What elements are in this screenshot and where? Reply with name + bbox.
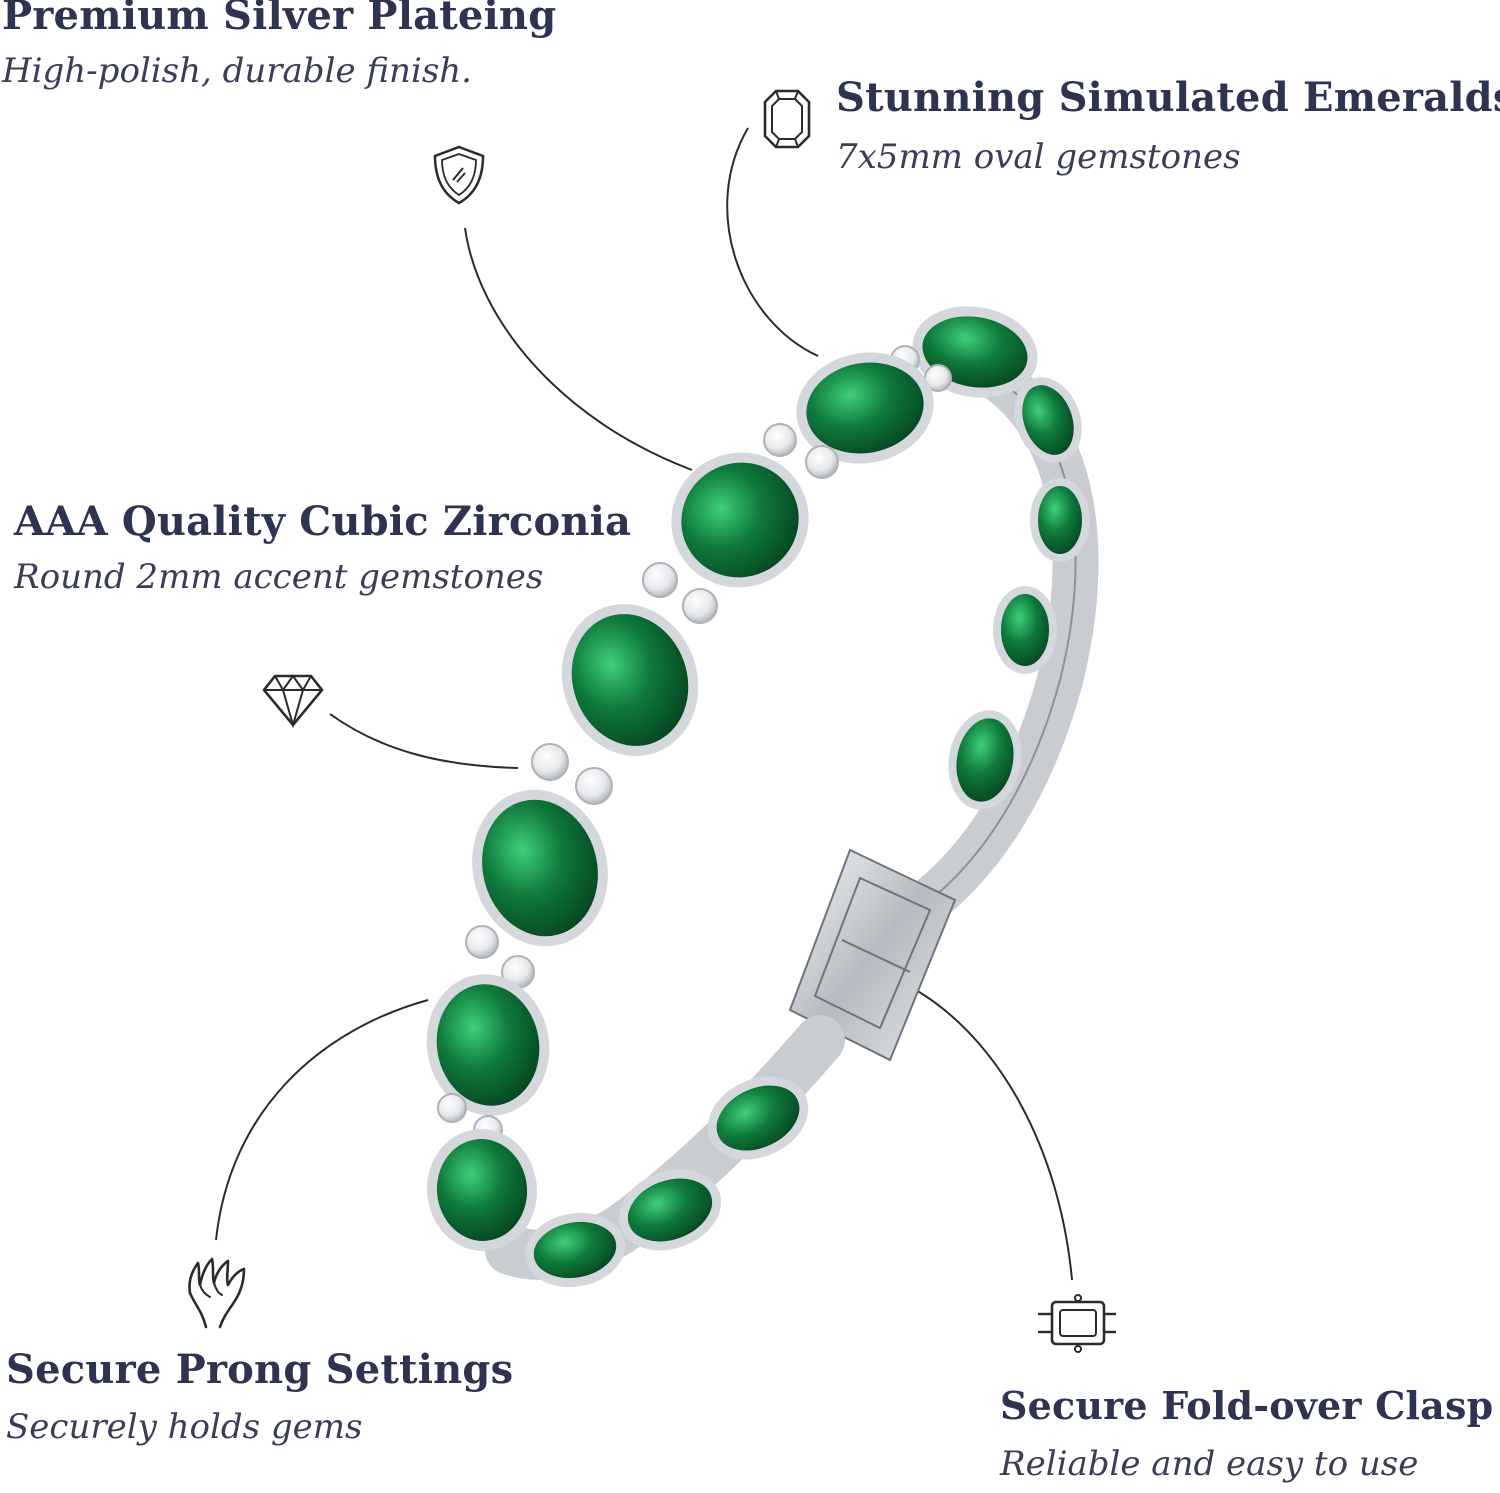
leader-line-silver — [464, 227, 693, 471]
feature-title: Secure Prong Settings — [6, 1346, 514, 1393]
cz-stone — [465, 925, 499, 959]
feature-title: Premium Silver Plateing — [2, 0, 557, 39]
feature-simulated-emeralds: Stunning Simulated Emeralds 7x5mm oval g… — [836, 74, 1500, 177]
emerald-stone — [707, 1076, 809, 1160]
feature-title: AAA Quality Cubic Zirconia — [14, 498, 632, 545]
leader-line-emerald — [726, 127, 819, 357]
emerald-stone — [472, 789, 608, 947]
emerald-stone — [524, 1212, 626, 1288]
emerald-stone — [796, 352, 934, 464]
cz-stone — [805, 445, 839, 479]
feature-subtitle: 7x5mm oval gemstones — [836, 137, 1241, 177]
cz-stone — [531, 743, 569, 781]
feature-title: Stunning Simulated Emeralds — [836, 74, 1500, 121]
emerald-stone — [426, 1129, 538, 1251]
feature-cubic-zirconia: AAA Quality Cubic Zirconia Round 2mm acc… — [14, 498, 631, 597]
cz-stone — [575, 767, 613, 805]
diamond-icon — [262, 674, 324, 728]
feature-subtitle: Round 2mm accent gemstones — [14, 557, 544, 597]
emerald-stone — [671, 452, 809, 588]
feature-fold-over-clasp: Secure Fold-over Clasp Reliable and easy… — [1000, 1383, 1493, 1484]
cz-stone — [682, 588, 718, 624]
emerald-stone — [561, 604, 699, 756]
cz-stone — [763, 423, 797, 457]
leader-line-cz — [329, 713, 519, 769]
prong-claw-icon — [188, 1257, 246, 1329]
front-gem-chain — [426, 306, 1038, 1251]
emerald-stone — [618, 1169, 722, 1251]
fold-over-clasp — [788, 848, 957, 1062]
feature-subtitle: Securely holds gems — [6, 1407, 363, 1447]
emerald-stone — [1030, 478, 1090, 562]
feature-subtitle: High-polish, durable finish. — [2, 51, 472, 91]
feature-title: Secure Fold-over Clasp — [1000, 1383, 1494, 1428]
cz-stone — [437, 1093, 467, 1123]
leader-line-prong — [215, 999, 429, 1241]
feature-prong-settings: Secure Prong Settings Securely holds gem… — [6, 1346, 513, 1447]
cz-stone — [642, 562, 678, 598]
emerald-stone — [993, 586, 1057, 674]
clasp-icon — [1038, 1294, 1116, 1353]
emerald-stone — [426, 974, 550, 1116]
shield-icon — [433, 145, 485, 205]
octagon-gem-icon — [763, 89, 811, 149]
leader-line-clasp — [915, 989, 1073, 1281]
feature-subtitle: Reliable and easy to use — [1000, 1444, 1419, 1484]
emerald-stone — [1014, 377, 1082, 463]
feature-silver-plating: Premium Silver Plateing High-polish, dur… — [2, 0, 556, 91]
emerald-stone — [948, 710, 1022, 810]
